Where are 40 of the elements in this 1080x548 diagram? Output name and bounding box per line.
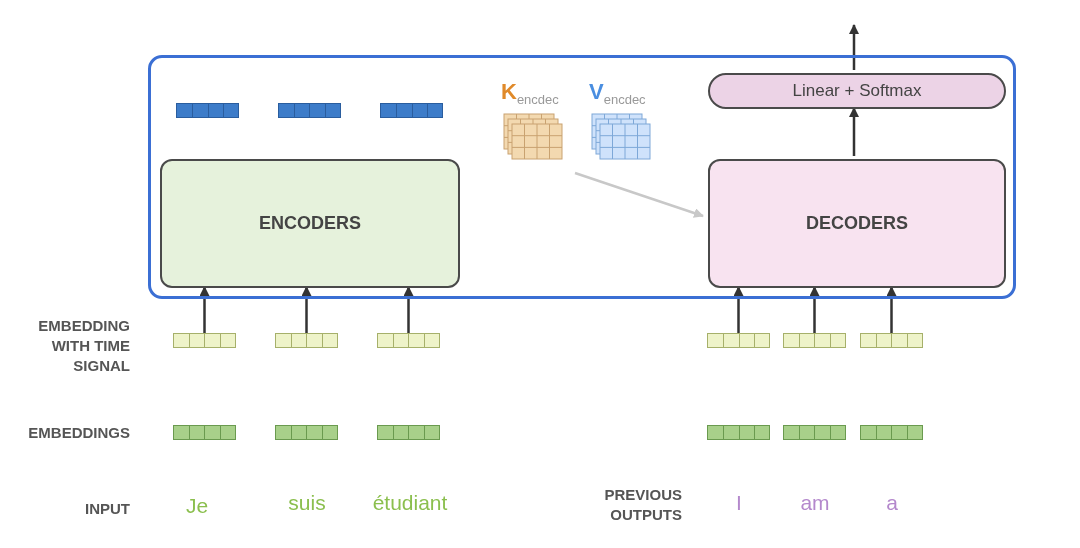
vector-bar — [783, 425, 846, 440]
arrow — [199, 286, 210, 333]
vector-bar — [173, 333, 236, 348]
vector-bar — [278, 103, 341, 118]
arrow — [849, 24, 859, 70]
row-label: EMBEDDING WITH TIME SIGNAL — [37, 316, 130, 376]
arrow — [301, 286, 312, 333]
token-word: Je — [184, 493, 210, 519]
arrow — [574, 171, 704, 218]
tensor-label: K$_{encdec}$ — [501, 79, 559, 108]
token-word: a — [885, 490, 899, 516]
vector-bar — [860, 333, 923, 348]
arrow — [403, 286, 414, 333]
row-label: PREVIOUS OUTPUTS — [603, 485, 682, 525]
vector-bar — [173, 425, 236, 440]
vector-bar — [377, 333, 440, 348]
stack-box: ENCODERS — [160, 159, 460, 288]
row-label: INPUT — [84, 499, 130, 519]
vector-bar — [176, 103, 239, 118]
vector-bar — [783, 333, 846, 348]
arrow — [849, 107, 859, 156]
vector-bar — [707, 425, 770, 440]
vector-bar — [380, 103, 443, 118]
vector-bar — [275, 333, 338, 348]
outline-box — [148, 55, 1016, 299]
stack-box: DECODERS — [708, 159, 1006, 288]
arrow — [809, 286, 820, 333]
vector-bar — [377, 425, 440, 440]
vector-bar — [275, 425, 338, 440]
arrow — [886, 286, 897, 333]
token-word: suis — [287, 490, 327, 516]
tensor-label: V$_{encdec}$ — [589, 79, 646, 108]
vector-bar — [860, 425, 923, 440]
row-label: EMBEDDINGS — [27, 423, 130, 443]
token-word: I — [735, 490, 743, 516]
token-word: am — [799, 490, 831, 516]
arrow — [733, 286, 744, 333]
output-layer-box: Linear + Softmax — [708, 73, 1006, 109]
vector-bar — [707, 333, 770, 348]
token-word: étudiant — [371, 490, 449, 516]
